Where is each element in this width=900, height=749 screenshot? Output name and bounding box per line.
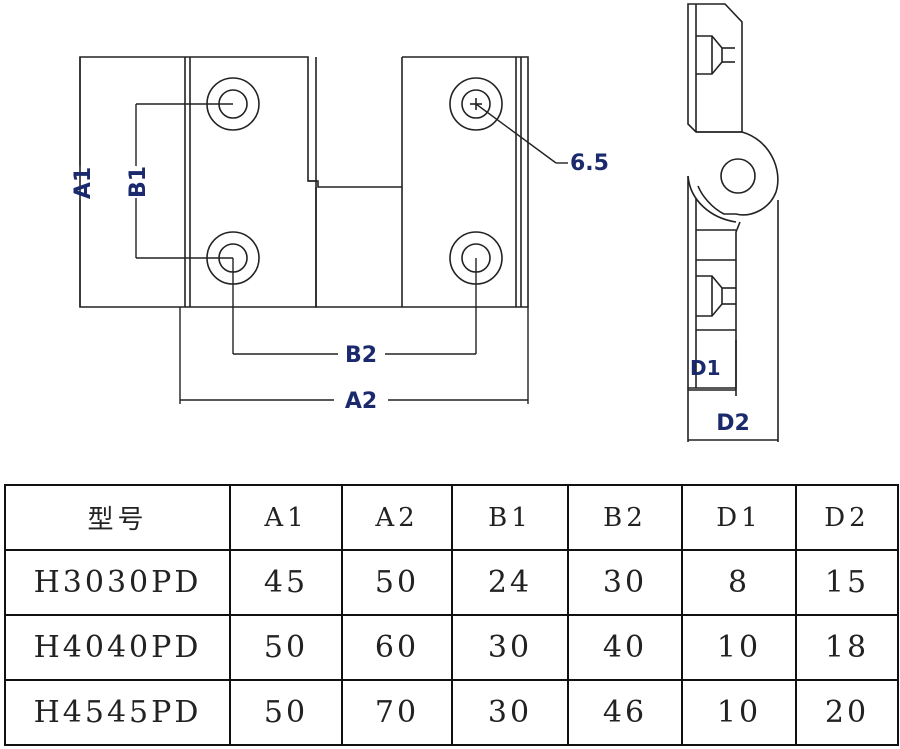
knuckle-step xyxy=(308,180,403,188)
hinge-technical-drawing: A1 B1 B2 A2 6.5 D1 D2 xyxy=(71,3,779,442)
label-hole-diameter: 6.5 xyxy=(570,151,609,176)
cell-model: H4040PD xyxy=(4,614,231,681)
cell-model: H3030PD xyxy=(4,549,231,616)
side-upper-countersink xyxy=(696,35,723,75)
cell-d1: 10 xyxy=(681,614,797,681)
spec-table: 型号 A1 A2 B1 B2 D1 D2 H3030PD 45 50 24 30… xyxy=(4,484,899,746)
cell-b2: 40 xyxy=(567,614,683,681)
cell-b2: 46 xyxy=(567,679,683,746)
hinge-side-view xyxy=(687,3,779,442)
cell-b1: 30 xyxy=(451,614,569,681)
cell-model: H4545PD xyxy=(4,679,231,746)
side-pin-hole xyxy=(720,158,756,194)
hole-top-right xyxy=(449,77,503,131)
side-lower-countersink xyxy=(696,275,723,317)
cell-a1: 50 xyxy=(229,679,343,746)
cell-d1: 10 xyxy=(681,679,797,746)
cell-b2: 30 xyxy=(567,549,683,616)
label-b1: B1 xyxy=(126,166,151,198)
left-leaf-outline xyxy=(79,56,317,308)
cell-d1: 8 xyxy=(681,549,797,616)
cell-a1: 50 xyxy=(229,614,343,681)
label-a2: A2 xyxy=(345,389,377,414)
cell-d2: 20 xyxy=(795,679,899,746)
side-knuckle-lower-curve xyxy=(687,175,737,223)
label-a1: A1 xyxy=(71,167,96,199)
cell-d2: 15 xyxy=(795,549,899,616)
table-row: H4040PD 50 60 30 40 10 18 xyxy=(4,614,899,681)
header-model: 型号 xyxy=(4,484,231,551)
header-b1: B1 xyxy=(451,484,569,551)
table-row: H3030PD 45 50 24 30 8 15 xyxy=(4,549,899,616)
side-knuckle xyxy=(696,131,779,216)
table-header-row: 型号 A1 A2 B1 B2 D1 D2 xyxy=(4,484,899,551)
dimension-lines xyxy=(79,57,568,404)
header-b2: B2 xyxy=(567,484,683,551)
label-d1: D1 xyxy=(690,356,721,380)
cell-b1: 30 xyxy=(451,679,569,746)
table-row: H4545PD 50 70 30 46 10 20 xyxy=(4,679,899,746)
cell-b1: 24 xyxy=(451,549,569,616)
hole-leader xyxy=(475,103,557,164)
right-leaf-outline xyxy=(315,56,529,308)
header-d2: D2 xyxy=(795,484,899,551)
cell-d2: 18 xyxy=(795,614,899,681)
header-a1: A1 xyxy=(229,484,343,551)
header-d1: D1 xyxy=(681,484,797,551)
cell-a2: 50 xyxy=(341,549,453,616)
cell-a2: 60 xyxy=(341,614,453,681)
label-d2: D2 xyxy=(716,411,750,436)
header-a2: A2 xyxy=(341,484,453,551)
label-b2: B2 xyxy=(345,343,377,368)
cell-a2: 70 xyxy=(341,679,453,746)
cell-a1: 45 xyxy=(229,549,343,616)
